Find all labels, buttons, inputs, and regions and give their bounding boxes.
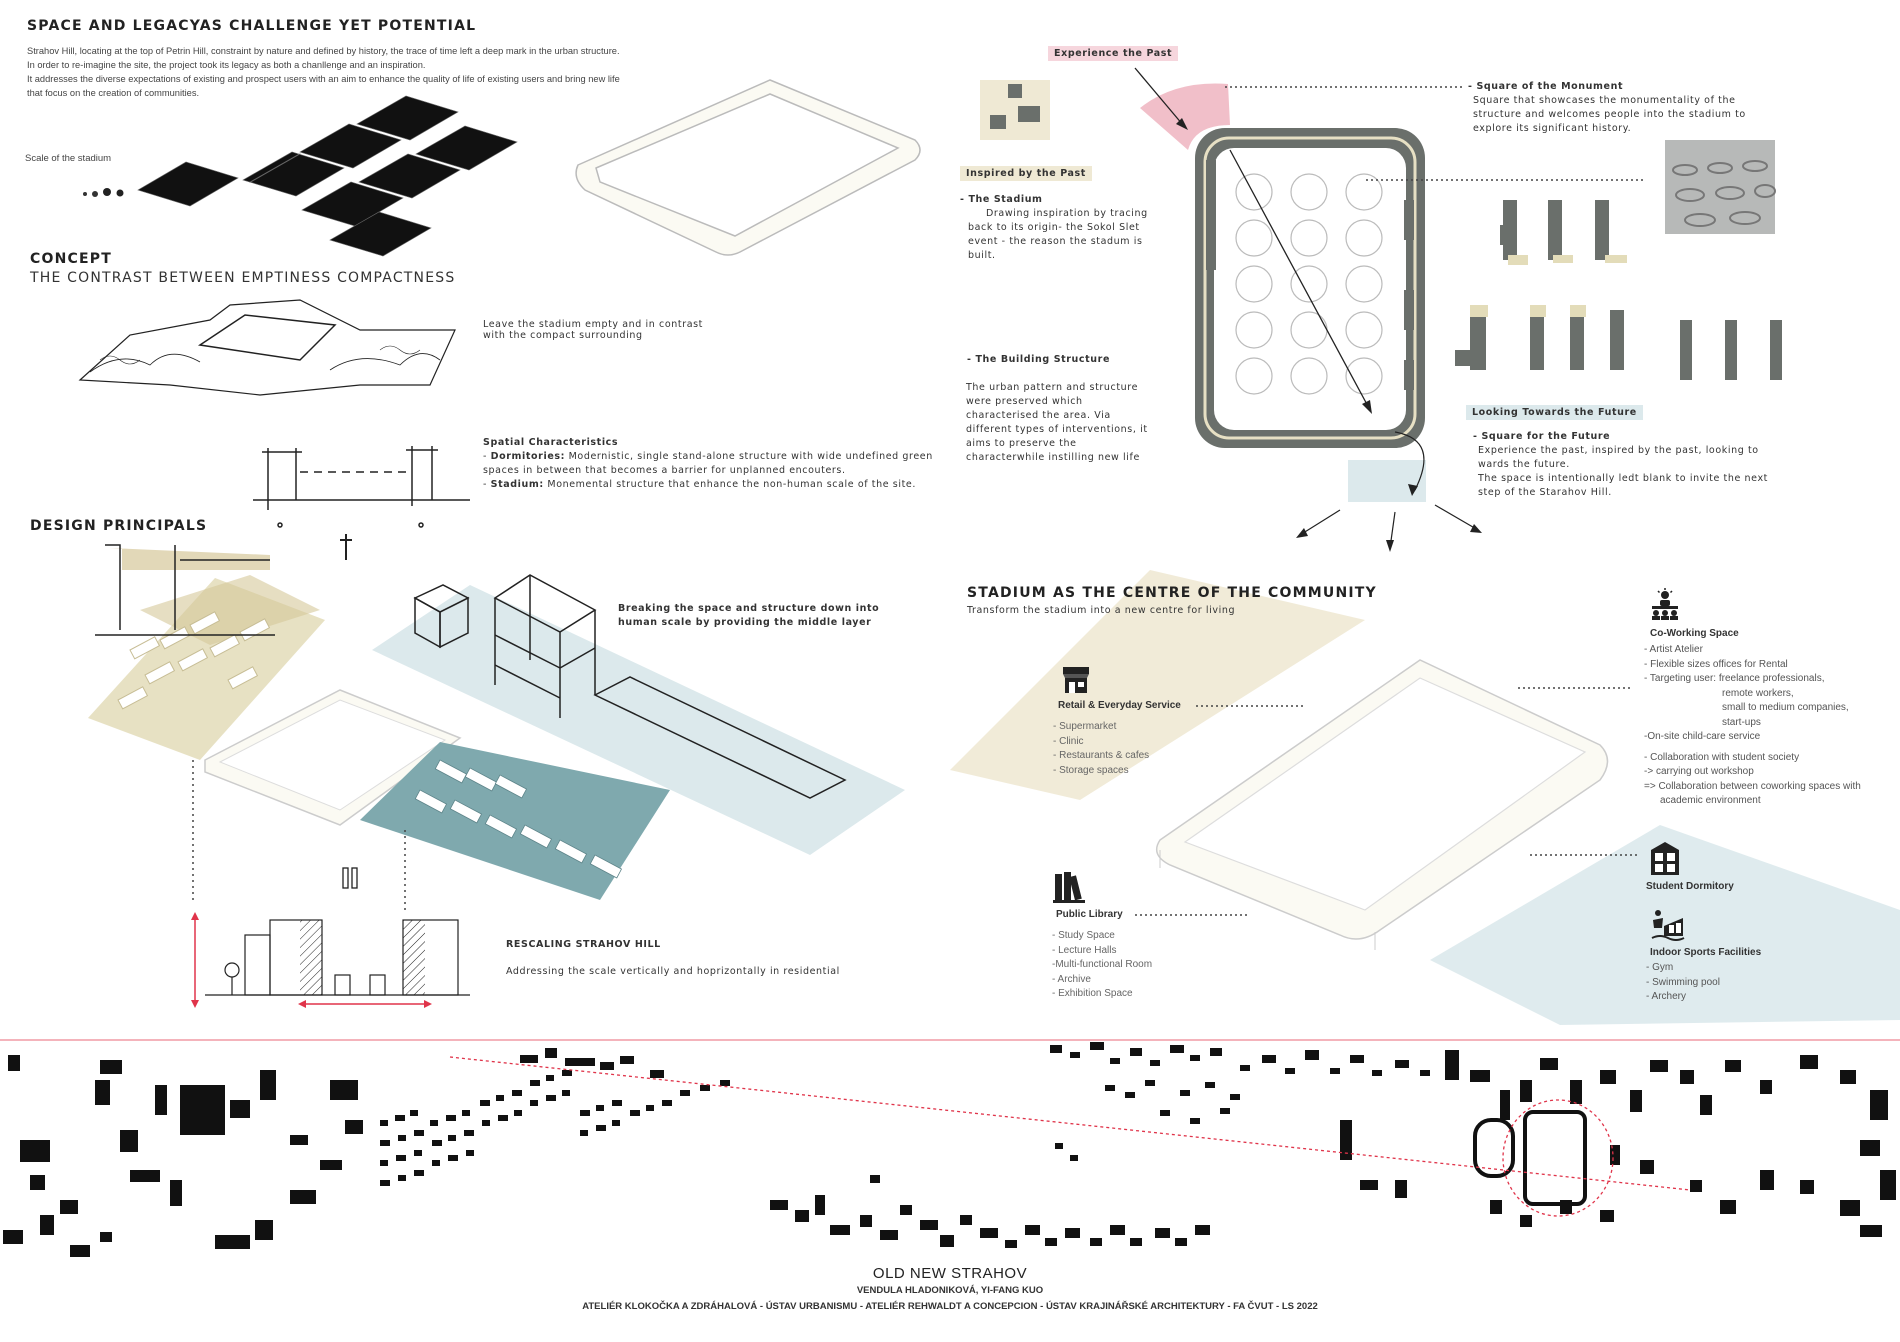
retail-item: - Clinic	[1053, 735, 1084, 747]
monument-photo	[1665, 140, 1776, 234]
sports-list: - Gym - Swimming pool - Archery	[1646, 961, 1720, 1005]
dormitories-label: Dormitories:	[490, 451, 566, 462]
library-title: Public Library	[1056, 909, 1123, 920]
principles-layers	[88, 534, 905, 900]
future-text-2: The space is intentionally ledt blank to…	[1478, 473, 1768, 498]
monument-text: Square that showcases the monumentality …	[1473, 95, 1746, 134]
stadium-label: Stadium:	[490, 479, 544, 490]
footer: OLD NEW STRAHOV VENDULA HLADONIKOVÁ, YI-…	[0, 1265, 1900, 1312]
coworking-list: - Artist Atelier - Flexible sizes office…	[1644, 643, 1900, 809]
future-text-1: Experience the past, inspired by the pas…	[1478, 445, 1759, 470]
community-subtitle: Transform the stadium into a new centre …	[967, 605, 1236, 616]
coworking-item: academic environment	[1660, 795, 1761, 806]
intro-title: SPACE AND LEGACYAS CHALLENGE YET POTENTI…	[27, 18, 477, 34]
monument-title: Square of the Monument	[1476, 81, 1624, 92]
future-title: Square for the Future	[1481, 431, 1611, 442]
coworking-item: - Artist Atelier	[1644, 644, 1703, 655]
footer-authors: VENDULA HLADONIKOVÁ, YI-FANG KUO	[856, 1285, 1044, 1296]
coworking-item: remote workers,	[1722, 687, 1794, 699]
rescaling-text: Addressing the scale vertically and hopr…	[506, 966, 840, 977]
dormitory-building-icon	[1651, 842, 1679, 875]
retail-list: - Supermarket - Clinic - Restaurants & c…	[1053, 720, 1149, 778]
building-section-text: The urban pattern and structure were pre…	[966, 382, 1148, 463]
spatial-title: Spatial Characteristics	[483, 437, 619, 448]
inspired-past-tag: Inspired by the Past	[960, 166, 1092, 181]
library-item: -Multi-functional Room	[1052, 959, 1153, 970]
scale-label: Scale of the stadium	[25, 153, 112, 164]
stadium-text: Monemental structure that enhance the no…	[547, 479, 916, 490]
map-stadium-highlight	[1502, 1099, 1614, 1217]
stadium-plan	[1134, 67, 1645, 552]
sports-title: Indoor Sports Facilities	[1650, 947, 1762, 958]
library-item: - Study Space	[1052, 930, 1115, 941]
past-blocks	[980, 80, 1050, 140]
experience-past-tag: Experience the Past	[1048, 46, 1179, 61]
library-books-icon	[1053, 872, 1085, 903]
store-icon	[1063, 667, 1089, 693]
sports-facility-icon	[1651, 910, 1685, 941]
black-fields	[137, 95, 518, 257]
retail-title: Retail & Everyday Service	[1058, 700, 1181, 711]
coworking-item: => Collaboration between coworking space…	[1644, 780, 1861, 792]
intro-paragraph-1: Strahov Hill, locating at the top of Pet…	[27, 46, 620, 70]
principles-title: DESIGN PRINCIPALS	[30, 518, 208, 534]
coworking-item: -On-site child-care service	[1644, 731, 1761, 742]
coworking-item: - Collaboration with student society	[1644, 751, 1800, 763]
sports-item: - Gym	[1646, 962, 1674, 973]
coworking-item: -> carrying out workshop	[1644, 766, 1754, 777]
dormitory-title: Student Dormitory	[1646, 881, 1734, 892]
middle-layer-text: Breaking the space and structure down in…	[618, 603, 880, 628]
community-zones	[950, 570, 1900, 1025]
concept-note: Leave the stadium empty and in contrast …	[483, 319, 704, 341]
dormitories-text: Modernistic, single stand-alone structur…	[483, 451, 933, 476]
concept-sketch	[78, 299, 456, 396]
rescaling-title: RESCALING STRAHOV HILL	[506, 939, 661, 950]
coworking-title: Co-Working Space	[1650, 628, 1739, 639]
coworking-item: - Targeting user: freelance professional…	[1644, 673, 1825, 684]
library-item: - Lecture Halls	[1052, 944, 1117, 956]
dormitories-line: - Dormitories: Modernistic, single stand…	[483, 451, 933, 476]
concept-title: CONCEPT	[30, 251, 112, 267]
retail-item: - Restaurants & cafes	[1053, 750, 1150, 761]
library-item: - Archive	[1052, 973, 1091, 985]
monument-title-line: - Square of the Monument	[1468, 81, 1624, 92]
stadium-section-title: - The Stadium	[960, 194, 1043, 205]
spatial-diagram	[253, 446, 470, 528]
library-list: - Study Space - Lecture Halls -Multi-fun…	[1052, 929, 1152, 1002]
coworking-item: - Flexible sizes offices for Rental	[1644, 658, 1788, 670]
community-title: STADIUM AS THE CENTRE OF THE COMMUNITY	[967, 585, 1377, 601]
sports-item: - Swimming pool	[1646, 976, 1720, 988]
future-tag: Looking Towards the Future	[1466, 405, 1643, 420]
footer-institutions: ATELIÉR KLOKOČKA A ZDRÁHALOVÁ - ÚSTAV UR…	[582, 1301, 1318, 1312]
community-leaders	[1135, 687, 1640, 916]
building-section-title: - The Building Structure	[967, 354, 1110, 365]
scale-dots	[83, 188, 124, 197]
concept-subtitle: THE CONTRAST BETWEEN EMPTINESS COMPACTNE…	[30, 270, 456, 286]
future-title-line: - Square for the Future	[1473, 431, 1611, 442]
footer-title: OLD NEW STRAHOV	[872, 1265, 1028, 1282]
coworking-item: start-ups	[1722, 716, 1761, 728]
coworking-people-icon	[1652, 588, 1678, 620]
sports-item: - Archery	[1646, 991, 1687, 1002]
intro-paragraph-2: It addresses the diverse expectations of…	[27, 74, 620, 98]
map-stadium-outline	[1473, 1110, 1587, 1206]
rescaling-diagram	[191, 760, 470, 1008]
coworking-item: small to medium companies,	[1722, 702, 1849, 713]
building-sections-highlight	[1470, 255, 1627, 317]
stadium-section-text: Drawing inspiration by tracing back to i…	[968, 208, 1148, 261]
spatial-characteristics: Spatial Characteristics - Dormitories: M…	[483, 436, 933, 492]
retail-item: - Storage spaces	[1053, 764, 1129, 776]
stadium-iso-top	[575, 79, 921, 256]
retail-item: - Supermarket	[1053, 721, 1117, 732]
library-item: - Exhibition Space	[1052, 988, 1133, 999]
building-sections	[1455, 200, 1782, 380]
map-axis-line	[449, 1056, 1691, 1191]
stadium-line: - Stadium: Monemental structure that enh…	[483, 479, 916, 490]
